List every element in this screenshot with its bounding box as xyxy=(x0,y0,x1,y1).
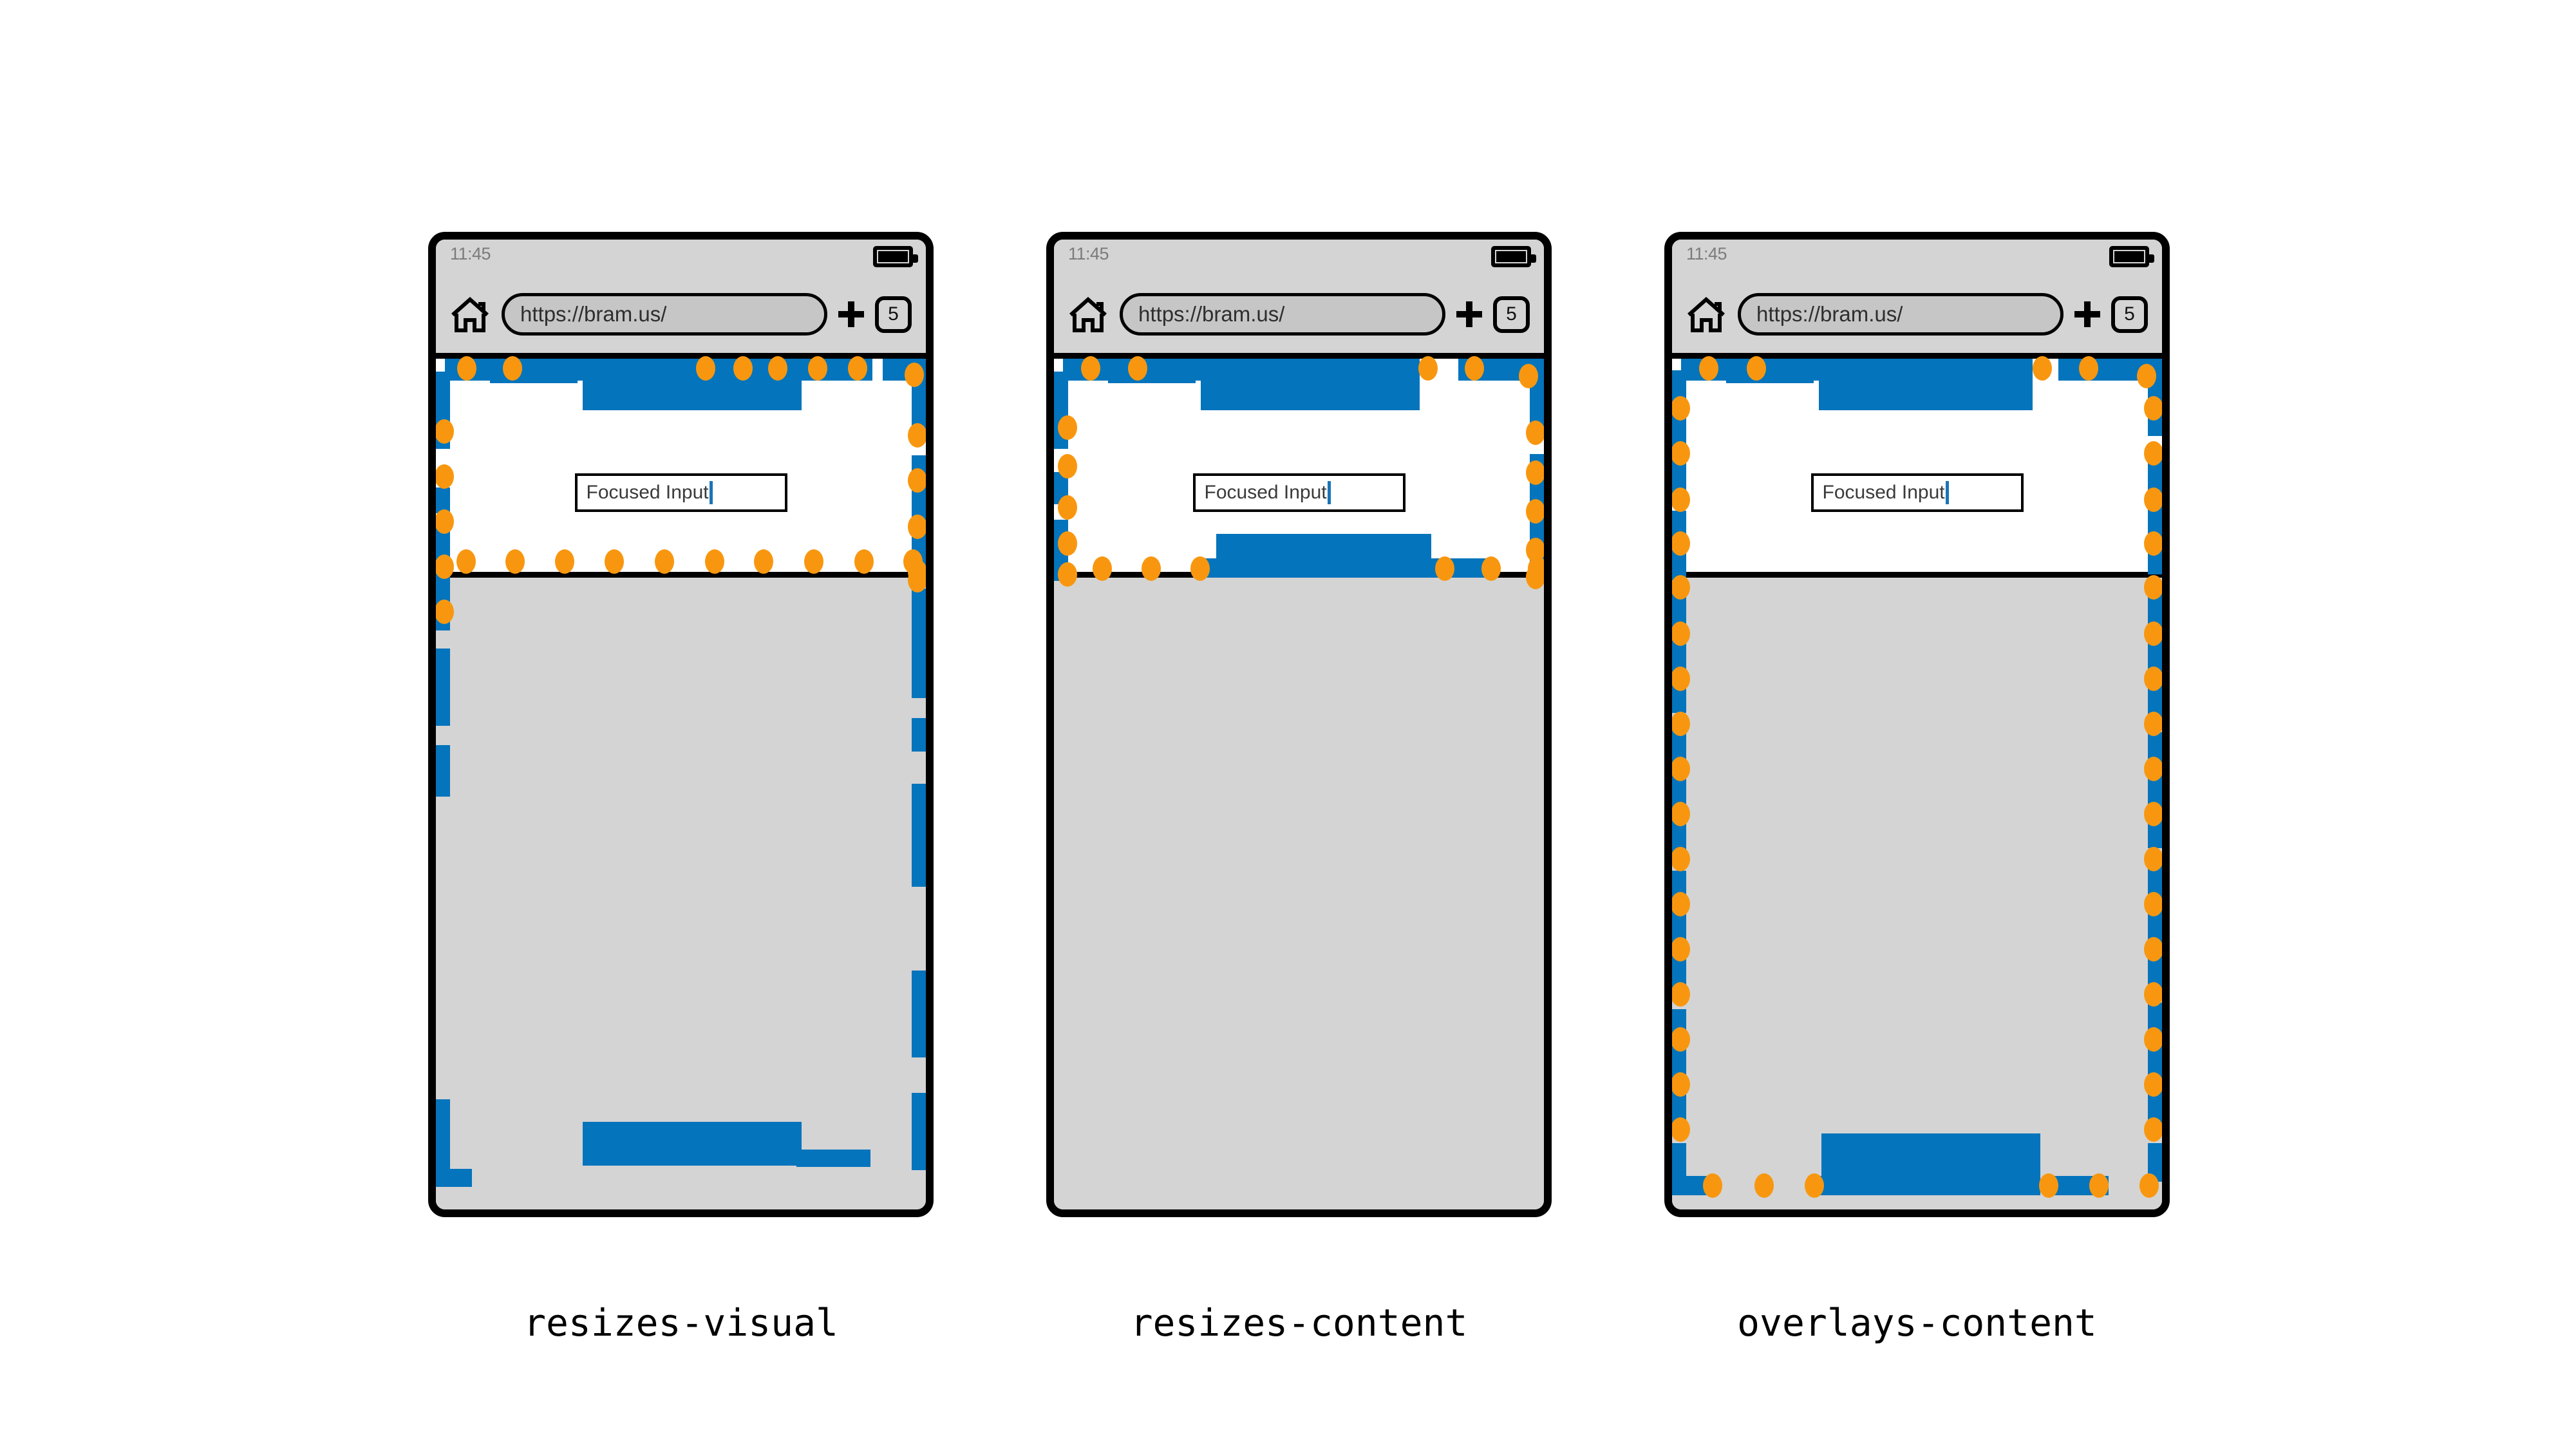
phone-screen: Focused Input xyxy=(1054,356,1544,1209)
battery-full-icon xyxy=(2109,246,2154,267)
home-icon[interactable] xyxy=(1686,296,1726,333)
tab-count-badge[interactable]: 5 xyxy=(875,296,912,333)
browser-toolbar: https://bram.us/ 5 xyxy=(1672,276,2162,353)
web-content-area: Focused Input xyxy=(1672,359,2162,578)
input-value: Focused Input xyxy=(586,482,709,503)
browser-chrome: 11:45 https://bram.us/ 5 xyxy=(1054,240,1544,359)
web-content-area: Focused Input xyxy=(436,359,926,578)
status-clock: 11:45 xyxy=(1686,244,1727,263)
web-content-area: Focused Input xyxy=(1054,359,1544,578)
status-clock: 11:45 xyxy=(1068,244,1109,263)
phone-mockup-resizes-visual: 11:45 https://bram.us/ 5 xyxy=(428,232,934,1217)
caption-overlays-content: overlays-content xyxy=(1737,1301,2097,1345)
url-text: https://bram.us/ xyxy=(1756,302,1903,326)
phone-screen: Focused Input xyxy=(1672,356,2162,1209)
status-clock: 11:45 xyxy=(450,244,491,263)
caption-resizes-content: resizes-content xyxy=(1130,1301,1468,1345)
battery-full-icon xyxy=(1491,246,1536,267)
home-icon[interactable] xyxy=(1068,296,1108,333)
browser-toolbar: https://bram.us/ 5 xyxy=(1054,276,1544,353)
tab-count-badge[interactable]: 5 xyxy=(1493,296,1530,333)
url-bar[interactable]: https://bram.us/ xyxy=(502,293,827,336)
focused-input-field[interactable]: Focused Input xyxy=(574,473,787,512)
plus-icon[interactable] xyxy=(836,299,866,329)
browser-toolbar: https://bram.us/ 5 xyxy=(436,276,926,353)
virtual-keyboard-area[interactable] xyxy=(1672,583,2162,1209)
browser-chrome: 11:45 https://bram.us/ 5 xyxy=(1672,240,2162,359)
text-caret xyxy=(1327,481,1331,504)
focused-input-field[interactable]: Focused Input xyxy=(1192,473,1406,512)
battery-full-icon xyxy=(873,246,918,267)
home-icon[interactable] xyxy=(450,296,490,333)
status-bar: 11:45 xyxy=(1054,240,1544,276)
url-text: https://bram.us/ xyxy=(520,302,667,326)
phone-mockup-resizes-content: 11:45 https://bram.us/ 5 xyxy=(1046,232,1552,1217)
input-value: Focused Input xyxy=(1204,482,1327,503)
virtual-keyboard-area[interactable] xyxy=(436,583,926,1209)
status-bar: 11:45 xyxy=(1672,240,2162,276)
status-bar: 11:45 xyxy=(436,240,926,276)
plus-icon[interactable] xyxy=(2073,299,2102,329)
plus-icon[interactable] xyxy=(1454,299,1484,329)
phone-screen: Focused Input xyxy=(436,356,926,1209)
phone-mockup-overlays-content: 11:45 https://bram.us/ 5 xyxy=(1664,232,2170,1217)
virtual-keyboard-area[interactable] xyxy=(1054,583,1544,1209)
text-caret xyxy=(709,481,713,504)
url-bar[interactable]: https://bram.us/ xyxy=(1120,293,1445,336)
caption-resizes-visual: resizes-visual xyxy=(523,1301,838,1345)
focused-input-field[interactable]: Focused Input xyxy=(1810,473,2024,512)
url-text: https://bram.us/ xyxy=(1138,302,1285,326)
tab-count-badge[interactable]: 5 xyxy=(2111,296,2148,333)
text-caret xyxy=(1945,481,1949,504)
browser-chrome: 11:45 https://bram.us/ 5 xyxy=(436,240,926,359)
input-value: Focused Input xyxy=(1822,482,1945,503)
url-bar[interactable]: https://bram.us/ xyxy=(1738,293,2064,336)
